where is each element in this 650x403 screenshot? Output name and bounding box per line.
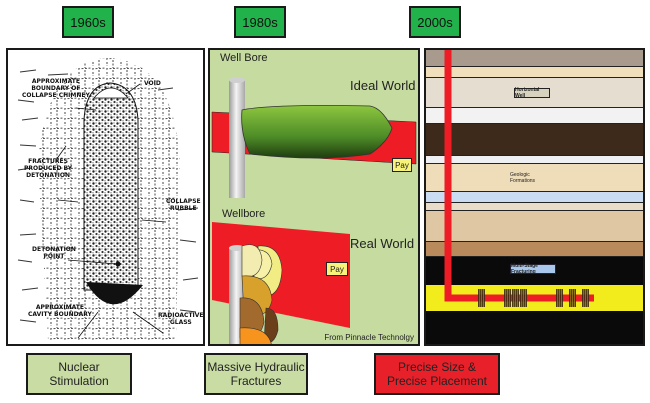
caption-nuclear-stimulation: Nuclear Stimulation <box>26 353 132 395</box>
stratum-8 <box>426 192 643 203</box>
caption-massive-hydraulic-fractures: Massive Hydraulic Fractures <box>204 353 308 395</box>
detonation-point <box>115 261 121 267</box>
well-bore-label: Well Bore <box>220 52 268 64</box>
pay-badge-real: Pay <box>326 262 348 276</box>
label-boundary-collapse-chimney: APPROXIMATE BOUNDARY OF COLLAPSE CHIMNEY <box>22 78 90 99</box>
well-bore-ideal <box>229 80 245 198</box>
stratum-11 <box>426 242 643 257</box>
hydraulic-fractures-panel: Well Bore Ideal World Pay Wellbore Real … <box>208 48 420 346</box>
caption-precise-size-placement: Precise Size & Precise Placement <box>374 353 500 395</box>
radioactive-glass <box>86 282 143 305</box>
horizontal-well-tag: Horizontal Well <box>514 87 550 99</box>
stratum-9 <box>426 203 643 211</box>
pay-badge-ideal: Pay <box>392 158 412 172</box>
stratum-5 <box>426 124 643 156</box>
geologic-formations-tag: Geologic Formations <box>510 172 536 184</box>
hydraulic-fracture-illustration <box>211 77 417 344</box>
label-void: VOID <box>144 80 161 87</box>
label-radioactive-glass: RADIOACTIVE GLASS <box>158 312 204 326</box>
wellbore-label: Wellbore <box>222 208 266 220</box>
real-world-label: Real World <box>350 236 415 251</box>
era-label-1960s: 1960s <box>62 6 114 38</box>
stratum-7 <box>426 164 643 192</box>
stratum-1 <box>426 50 643 67</box>
fracture-ideal <box>241 105 393 159</box>
era-label-1980s: 1980s <box>234 6 286 38</box>
collapse-chimney <box>83 82 139 291</box>
stratum-4 <box>426 108 643 124</box>
multi-stage-fracturing-tag: Multi-Stage Fracturing <box>510 263 556 275</box>
label-detonation-point: DETONATION POINT <box>32 246 76 260</box>
frac-stages <box>478 289 589 307</box>
stratum-2 <box>426 67 643 78</box>
horizontal-well-path <box>444 50 594 307</box>
era-label-2000s: 2000s <box>409 6 461 38</box>
nuclear-chimney-illustration <box>17 58 199 340</box>
fracture-real <box>239 244 283 344</box>
void <box>93 87 129 99</box>
label-collapse-rubble: COLLAPSE RUBBLE <box>166 198 201 212</box>
ideal-world-label: Ideal World <box>350 78 416 93</box>
credit-text: From Pinnacle Technolgy <box>324 333 414 342</box>
horizontal-well-panel: Horizontal Well Geologic Formations Mult… <box>424 48 645 346</box>
label-fractures-produced: FRACTURES PRODUCED BY DETONATION <box>24 158 73 179</box>
stratum-10 <box>426 211 643 242</box>
stratum-6 <box>426 156 643 164</box>
nuclear-stimulation-panel: APPROXIMATE BOUNDARY OF COLLAPSE CHIMNEY… <box>6 48 205 346</box>
label-approximate-cavity-boundary: APPROXIMATE CAVITY BOUNDARY <box>28 304 92 318</box>
